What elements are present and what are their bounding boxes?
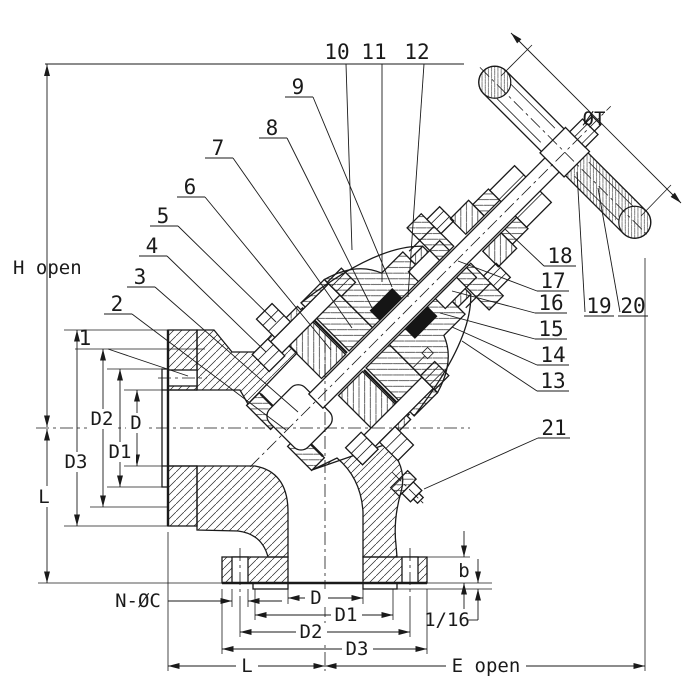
label-l-left: L bbox=[38, 486, 49, 508]
label-d2-left: D2 bbox=[91, 408, 114, 430]
label-d1-left: D1 bbox=[109, 441, 132, 463]
callout-1: 1 bbox=[79, 326, 92, 350]
gland-bolts bbox=[408, 205, 512, 309]
callout-5: 5 bbox=[157, 204, 170, 228]
label-d2-bottom: D2 bbox=[300, 621, 323, 643]
label-1-16: 1/16 bbox=[424, 609, 470, 631]
callout-7: 7 bbox=[212, 136, 225, 160]
callout-2: 2 bbox=[111, 292, 124, 316]
callout-4: 4 bbox=[146, 234, 159, 258]
label-d3-left: D3 bbox=[65, 451, 88, 473]
callout-14: 14 bbox=[540, 343, 565, 367]
callout-21: 21 bbox=[541, 416, 566, 440]
packing-ring-upper bbox=[369, 287, 403, 321]
callout-17: 17 bbox=[540, 269, 565, 293]
part-callouts: 1 2 3 4 5 6 7 8 9 10 11 12 13 14 15 16 1… bbox=[79, 40, 646, 440]
callout-11: 11 bbox=[361, 40, 386, 64]
callout-9: 9 bbox=[292, 75, 305, 99]
inlet-flange-lower bbox=[167, 465, 198, 527]
drain-boss bbox=[389, 469, 427, 507]
callout-18: 18 bbox=[547, 244, 572, 268]
label-d-left: D bbox=[130, 412, 141, 434]
label-h-open: H open bbox=[13, 257, 82, 279]
packing-ring-lower bbox=[404, 306, 438, 339]
label-phi-t: ØT bbox=[583, 108, 606, 130]
label-d3-bottom: D3 bbox=[346, 638, 369, 660]
label-d-bottom: D bbox=[310, 587, 321, 609]
callout-13: 13 bbox=[540, 369, 565, 393]
callout-10: 10 bbox=[324, 40, 349, 64]
callout-20: 20 bbox=[620, 294, 645, 318]
yoke-arm-lower bbox=[413, 294, 472, 417]
callout-8: 8 bbox=[266, 116, 279, 140]
label-d1-bottom: D1 bbox=[335, 604, 358, 626]
weld-mark bbox=[413, 346, 434, 368]
label-b: b bbox=[458, 560, 469, 582]
label-l-bottom: L bbox=[241, 655, 252, 677]
body-outlet-wall bbox=[311, 443, 404, 558]
callout-15: 15 bbox=[538, 317, 563, 341]
callout-12: 12 bbox=[404, 40, 429, 64]
callout-19: 19 bbox=[586, 294, 611, 318]
callout-leaders bbox=[104, 63, 648, 490]
body-lower-wall bbox=[196, 465, 289, 558]
callout-16: 16 bbox=[538, 291, 563, 315]
label-n-phi-c: N-ØC bbox=[115, 590, 161, 612]
dim-phi-t bbox=[510, 32, 682, 204]
dimension-labels: H open L D3 D2 D1 D N-ØC D D1 D2 D3 L E … bbox=[13, 108, 605, 677]
callout-3: 3 bbox=[134, 265, 147, 289]
label-e-open: E open bbox=[452, 655, 521, 677]
callout-6: 6 bbox=[184, 175, 197, 199]
